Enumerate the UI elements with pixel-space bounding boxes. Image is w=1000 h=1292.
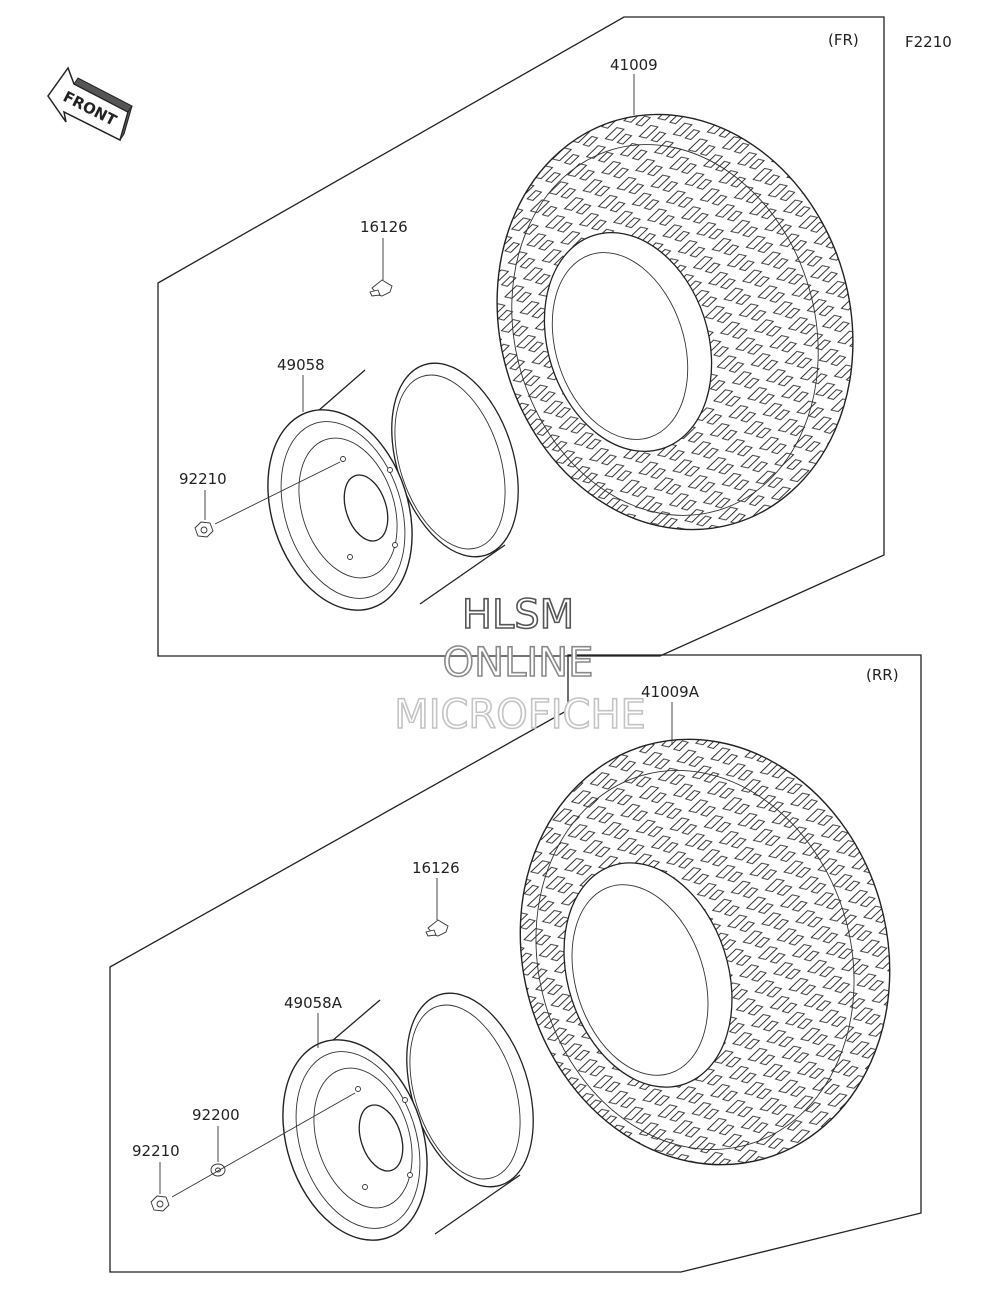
rear-valve-icon: [425, 919, 449, 937]
watermark-line-3: MICROFICHE: [394, 692, 646, 738]
rear-nut-axis-line: [171, 1092, 356, 1198]
watermark: HLSM ONLINE MICROFICHE: [393, 591, 646, 739]
figure-code: F2210: [905, 33, 952, 51]
rear-panel: (RR) 41009A 16126: [109, 654, 922, 1273]
rear-panel-border: [109, 654, 922, 1273]
front-panel-tag: (FR): [828, 31, 859, 49]
rear-tire-part-number: 41009A: [641, 683, 700, 701]
front-direction-arrow: FRONT: [47, 66, 133, 142]
rear-wheel-part-number: 49058A: [284, 994, 343, 1012]
rear-nut-part-number: 92210: [132, 1142, 180, 1160]
rear-valve-part-number: 16126: [412, 859, 460, 877]
watermark-line-2: ONLINE: [443, 640, 594, 686]
front-panel: (FR) 41009 16126: [157, 16, 885, 657]
front-nut-part-number: 92210: [179, 470, 227, 488]
front-panel-border: [157, 16, 885, 657]
front-nut-icon: [194, 521, 214, 538]
front-wheel-part-number: 49058: [277, 356, 325, 374]
front-valve-icon: [369, 279, 393, 297]
rear-washer-icon: [210, 1163, 226, 1177]
watermark-line-1: HLSM: [462, 592, 574, 638]
rear-nut-icon: [150, 1195, 170, 1212]
front-wheel: [267, 362, 519, 611]
front-tire-part-number: 41009: [610, 56, 658, 74]
front-tire: [496, 113, 854, 531]
rear-tire: [519, 738, 891, 1166]
rear-panel-tag: (RR): [866, 666, 899, 684]
front-nut-axis-line: [214, 461, 341, 525]
front-valve-part-number: 16126: [360, 218, 408, 236]
rear-wheel: [282, 992, 534, 1241]
rear-washer-part-number: 92200: [192, 1106, 240, 1124]
